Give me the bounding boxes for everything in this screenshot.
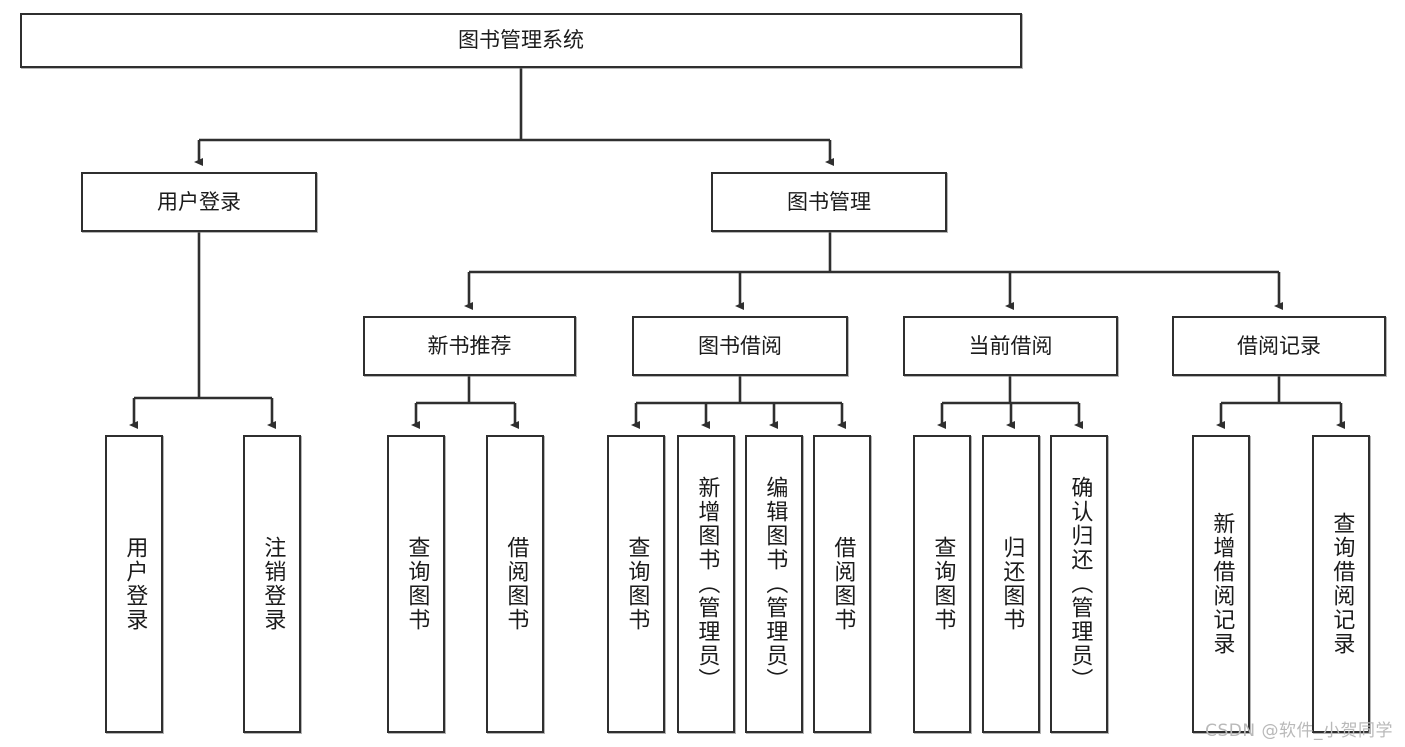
leaf-borrow-book-recommend[interactable]: 借阅图书 — [486, 435, 544, 733]
leaf-return-book-label: 归还图书 — [999, 536, 1025, 632]
leaf-confirm-return-admin[interactable]: 确认归还（管理员） — [1050, 435, 1108, 733]
node-current-borrow[interactable]: 当前借阅 — [903, 316, 1118, 376]
leaf-query-book-current-label: 查询图书 — [930, 536, 956, 632]
leaf-query-borrow-record-label: 查询借阅记录 — [1329, 512, 1355, 656]
node-borrow-record-label: 借阅记录 — [1237, 333, 1321, 358]
leaf-add-borrow-record[interactable]: 新增借阅记录 — [1192, 435, 1250, 733]
node-new-book-recommend-label: 新书推荐 — [427, 333, 512, 358]
node-book-management-label: 图书管理 — [787, 189, 871, 214]
node-book-management[interactable]: 图书管理 — [711, 172, 947, 232]
node-user-login[interactable]: 用户登录 — [81, 172, 317, 232]
node-current-borrow-label: 当前借阅 — [968, 333, 1053, 358]
leaf-add-book-admin[interactable]: 新增图书（管理员） — [677, 435, 735, 733]
leaf-add-book-admin-label: 新增图书（管理员） — [694, 476, 720, 692]
leaf-logout-label: 注销登录 — [260, 536, 286, 632]
leaf-query-book-recommend-label: 查询图书 — [404, 536, 430, 632]
leaf-return-book[interactable]: 归还图书 — [982, 435, 1040, 733]
node-root-label: 图书管理系统 — [458, 28, 584, 53]
leaf-user-login[interactable]: 用户登录 — [105, 435, 163, 733]
leaf-user-login-label: 用户登录 — [122, 536, 148, 632]
node-user-login-label: 用户登录 — [157, 189, 241, 214]
leaf-confirm-return-admin-label: 确认归还（管理员） — [1067, 476, 1093, 692]
node-new-book-recommend[interactable]: 新书推荐 — [363, 316, 576, 376]
leaf-edit-book-admin-label: 编辑图书（管理员） — [762, 476, 788, 692]
node-book-borrow[interactable]: 图书借阅 — [632, 316, 848, 376]
leaf-borrow-book-recommend-label: 借阅图书 — [503, 536, 529, 632]
node-book-borrow-label: 图书借阅 — [698, 333, 782, 358]
node-borrow-record[interactable]: 借阅记录 — [1172, 316, 1386, 376]
leaf-query-book-borrow[interactable]: 查询图书 — [607, 435, 665, 733]
leaf-add-borrow-record-label: 新增借阅记录 — [1209, 512, 1235, 656]
leaf-borrow-book[interactable]: 借阅图书 — [813, 435, 871, 733]
leaf-edit-book-admin[interactable]: 编辑图书（管理员） — [745, 435, 803, 733]
node-root[interactable]: 图书管理系统 — [20, 13, 1022, 68]
leaf-query-book-recommend[interactable]: 查询图书 — [387, 435, 445, 733]
leaf-query-book-borrow-label: 查询图书 — [624, 536, 650, 632]
leaf-query-borrow-record[interactable]: 查询借阅记录 — [1312, 435, 1370, 733]
leaf-query-book-current[interactable]: 查询图书 — [913, 435, 971, 733]
leaf-borrow-book-label: 借阅图书 — [830, 536, 856, 632]
leaf-logout[interactable]: 注销登录 — [243, 435, 301, 733]
